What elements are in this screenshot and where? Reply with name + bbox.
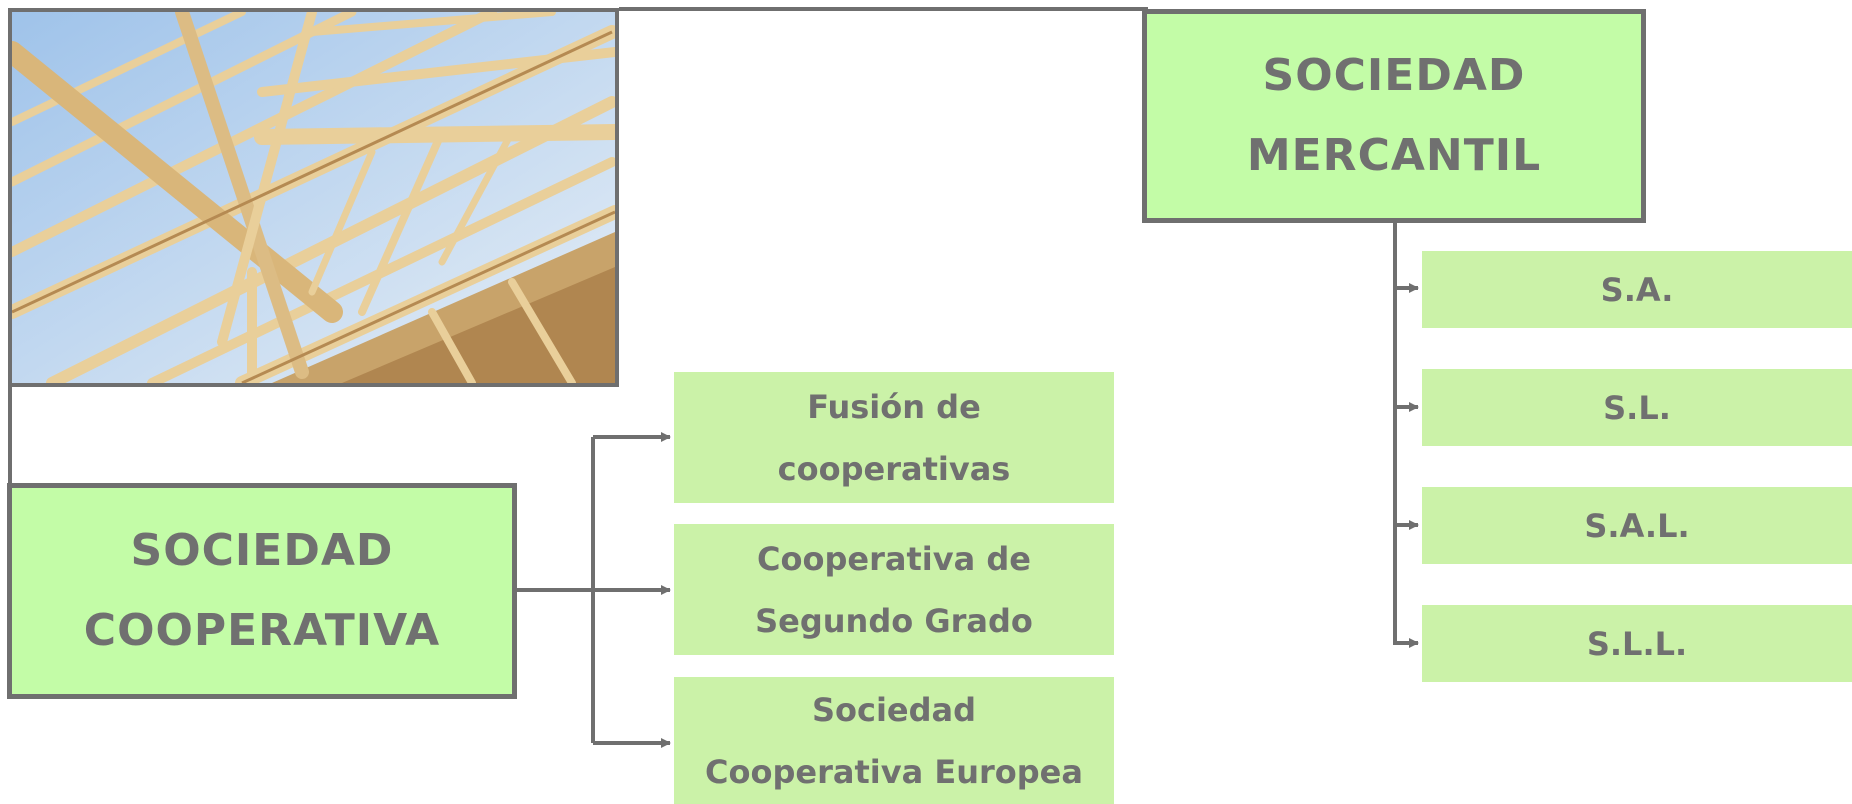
merc-child-label: S.L.L. xyxy=(1586,624,1688,663)
cooperativa-line1: SOCIEDAD xyxy=(130,525,394,576)
coop-child-segundo-grado: Cooperativa de Segundo Grado xyxy=(674,524,1114,655)
merc-child-label: S.L. xyxy=(1603,388,1671,427)
merc-child-sll: S.L.L. xyxy=(1422,605,1852,682)
merc-child-sl: S.L. xyxy=(1422,369,1852,446)
roof-truss-photo xyxy=(8,8,619,387)
merc-child-sal: S.A.L. xyxy=(1422,487,1852,564)
sociedad-mercantil-box: SOCIEDAD MERCANTIL xyxy=(1142,9,1646,223)
coop-child-label: Fusión de xyxy=(807,387,981,426)
cooperativa-line2: COOPERATIVA xyxy=(83,605,441,656)
coop-child-fusion: Fusión de cooperativas xyxy=(674,372,1114,503)
merc-child-label: S.A. xyxy=(1600,270,1674,309)
mercantil-line1: SOCIEDAD xyxy=(1262,50,1526,101)
coop-child-label: Cooperativa Europea xyxy=(705,752,1083,791)
coop-child-label: Segundo Grado xyxy=(755,601,1033,640)
merc-child-label: S.A.L. xyxy=(1584,506,1690,545)
coop-child-europea: Sociedad Cooperativa Europea xyxy=(674,677,1114,804)
coop-child-label: Sociedad xyxy=(811,690,977,729)
coop-child-label: Cooperativa de xyxy=(757,539,1031,578)
mercantil-line2: MERCANTIL xyxy=(1246,130,1542,181)
sociedad-cooperativa-box: SOCIEDAD COOPERATIVA xyxy=(7,483,517,699)
coop-child-label: cooperativas xyxy=(777,449,1011,488)
merc-child-sa: S.A. xyxy=(1422,251,1852,328)
